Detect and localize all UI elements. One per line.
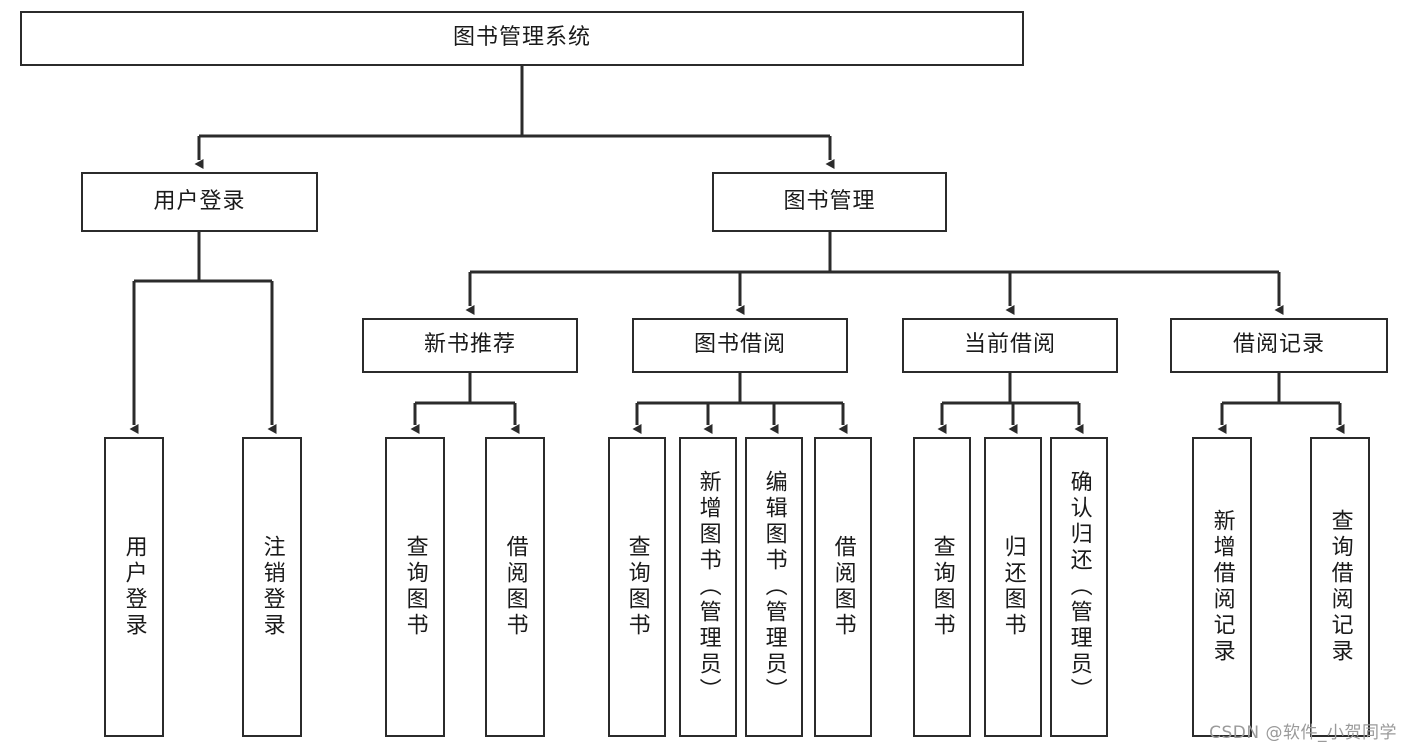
- node-new-book-recommend-label: 新书推荐: [423, 332, 516, 358]
- node-leaf-user-logout-label: 注销登录: [259, 535, 285, 639]
- node-leaf-add-borrow-record-label: 新增借阅记录: [1209, 509, 1235, 665]
- node-leaf-confirm-return[interactable]: 确认归还（管理员）: [1050, 437, 1108, 737]
- node-leaf-return-book-label: 归还图书: [1000, 535, 1026, 639]
- node-book-borrow[interactable]: 图书借阅: [632, 318, 848, 373]
- node-book-borrow-label: 图书借阅: [693, 332, 786, 358]
- node-leaf-user-logout[interactable]: 注销登录: [242, 437, 302, 737]
- node-leaf-query-book-2[interactable]: 查询图书: [608, 437, 666, 737]
- node-root-label: 图书管理系统: [452, 25, 591, 51]
- node-user-login-label: 用户登录: [153, 188, 246, 214]
- node-new-book-recommend[interactable]: 新书推荐: [362, 318, 578, 373]
- node-current-borrow-label: 当前借阅: [963, 332, 1056, 358]
- node-root[interactable]: 图书管理系统: [20, 11, 1024, 66]
- node-leaf-query-book-3[interactable]: 查询图书: [913, 437, 971, 737]
- node-leaf-query-borrow-record-label: 查询借阅记录: [1327, 509, 1353, 665]
- node-leaf-query-book-2-label: 查询图书: [624, 535, 650, 639]
- node-leaf-edit-book[interactable]: 编辑图书（管理员）: [745, 437, 803, 737]
- node-leaf-return-book[interactable]: 归还图书: [984, 437, 1042, 737]
- node-leaf-borrow-book-1[interactable]: 借阅图书: [485, 437, 545, 737]
- node-leaf-user-login-label: 用户登录: [121, 535, 147, 639]
- node-book-management-label: 图书管理: [783, 188, 876, 214]
- node-current-borrow[interactable]: 当前借阅: [902, 318, 1118, 373]
- node-leaf-confirm-return-label: 确认归还（管理员）: [1066, 470, 1092, 704]
- node-leaf-query-borrow-record[interactable]: 查询借阅记录: [1310, 437, 1370, 737]
- node-leaf-edit-book-label: 编辑图书（管理员）: [761, 470, 787, 704]
- watermark-text: CSDN @软件_小贺同学: [1209, 723, 1397, 743]
- node-leaf-borrow-book-1-label: 借阅图书: [502, 535, 528, 639]
- node-leaf-query-book-1[interactable]: 查询图书: [385, 437, 445, 737]
- node-user-login[interactable]: 用户登录: [81, 172, 318, 232]
- node-leaf-borrow-book-2-label: 借阅图书: [830, 535, 856, 639]
- node-leaf-add-book-label: 新增图书（管理员）: [695, 470, 721, 704]
- node-leaf-add-borrow-record[interactable]: 新增借阅记录: [1192, 437, 1252, 737]
- node-leaf-add-book[interactable]: 新增图书（管理员）: [679, 437, 737, 737]
- node-leaf-query-book-3-label: 查询图书: [929, 535, 955, 639]
- node-leaf-borrow-book-2[interactable]: 借阅图书: [814, 437, 872, 737]
- node-leaf-user-login[interactable]: 用户登录: [104, 437, 164, 737]
- node-borrow-record[interactable]: 借阅记录: [1170, 318, 1388, 373]
- node-book-management[interactable]: 图书管理: [712, 172, 947, 232]
- node-borrow-record-label: 借阅记录: [1232, 332, 1325, 358]
- node-leaf-query-book-1-label: 查询图书: [402, 535, 428, 639]
